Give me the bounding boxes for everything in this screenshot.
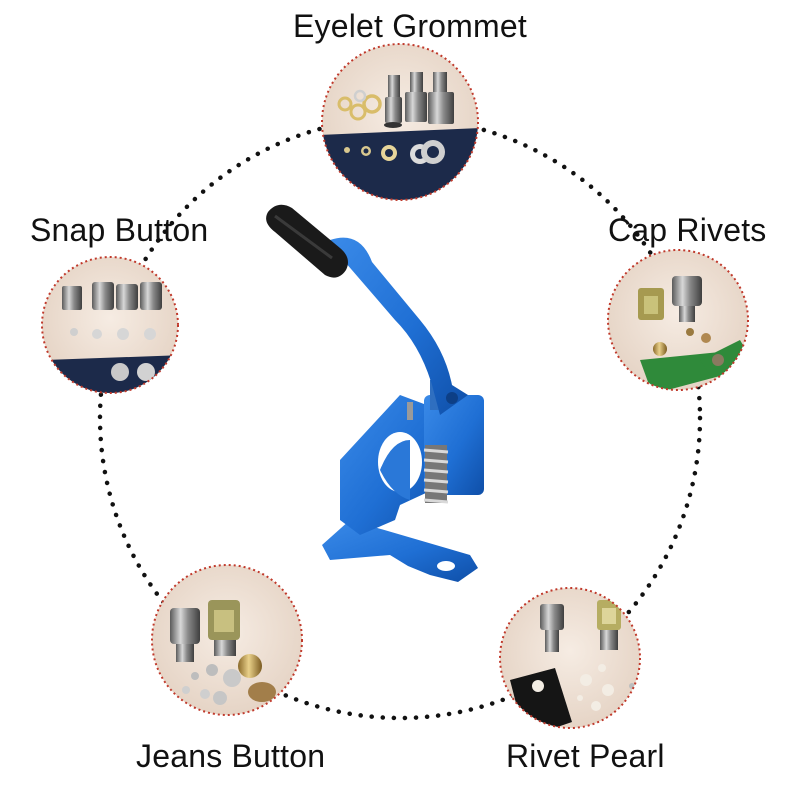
label-rivet-pearl: Rivet Pearl xyxy=(506,738,665,774)
label-eyelet-grommet: Eyelet Grommet xyxy=(293,8,527,44)
badge-rivet-pearl xyxy=(499,587,641,729)
hand-press-machine xyxy=(266,204,484,582)
label-snap-button: Snap Button xyxy=(30,212,209,248)
badge-snap-button xyxy=(41,256,179,394)
badge-jeans-button xyxy=(151,564,303,716)
label-cap-rivets: Cap Rivets xyxy=(608,212,767,248)
label-jeans-button: Jeans Button xyxy=(136,738,326,774)
badge-eyelet-grommet xyxy=(321,43,479,201)
dotted-ring xyxy=(97,115,703,721)
badge-cap-rivets xyxy=(607,249,749,391)
